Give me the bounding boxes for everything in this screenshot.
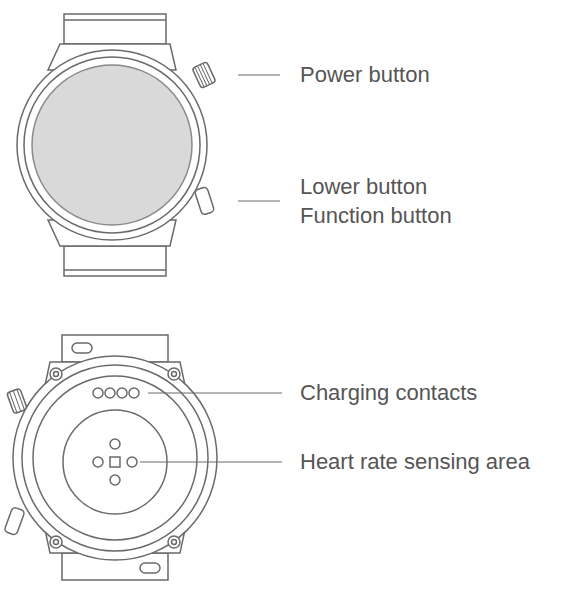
- watch-back: [4, 335, 217, 580]
- button-back: [4, 507, 25, 536]
- heart-rate-sensor: [93, 439, 137, 485]
- charging-contacts: [93, 388, 139, 398]
- screen: [32, 65, 192, 225]
- lug-screws: [50, 368, 180, 548]
- part-label: Charging contacts: [300, 380, 477, 406]
- part-label: Heart rate sensing area: [300, 449, 530, 475]
- part-label: Power button: [300, 62, 430, 88]
- lower-button: [194, 186, 214, 215]
- watch-front: [17, 14, 216, 276]
- part-label: Lower button: [300, 174, 427, 200]
- leader-lines: [140, 75, 282, 462]
- power-crown: [192, 62, 216, 89]
- part-label: Function button: [300, 203, 452, 229]
